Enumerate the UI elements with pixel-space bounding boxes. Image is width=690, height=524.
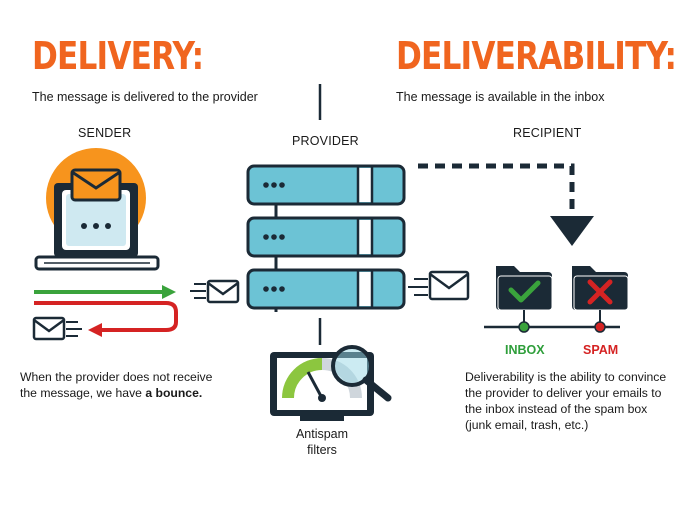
envelope-icon <box>32 316 82 341</box>
folder-check-icon <box>496 266 553 311</box>
laptop-icon <box>34 148 160 271</box>
bounce-line-1: When the provider does not receive <box>20 370 213 384</box>
envelope-icon <box>190 279 240 304</box>
bounce-bold-text: a bounce. <box>145 386 203 400</box>
deliverability-line-2: the provider to deliver your emails to <box>465 386 662 400</box>
deliverability-subtitle: The message is available in the inbox <box>396 90 605 104</box>
spam-label: SPAM <box>583 343 619 357</box>
bounce-explanation: When the provider does not receive the m… <box>20 369 250 401</box>
inbox-label: INBOX <box>505 343 545 357</box>
antispam-caption: Antispam filters <box>272 426 372 458</box>
antispam-line-1: Antispam <box>295 427 349 441</box>
folder-x-icon <box>572 266 629 311</box>
recipient-label: RECIPIENT <box>513 126 582 140</box>
deliverability-line-3: the inbox instead of the spam box <box>465 402 648 416</box>
monitor-gauge-icon <box>270 352 374 421</box>
delivery-subtitle: The message is delivered to the provider <box>32 90 258 104</box>
bounce-line-2-text: the message, we have <box>20 386 146 400</box>
server-icon <box>246 164 406 312</box>
provider-label: PROVIDER <box>292 134 359 148</box>
antispam-line-2: filters <box>307 443 337 457</box>
deliverability-explanation: Deliverability is the ability to convinc… <box>465 369 685 433</box>
sender-label: SENDER <box>78 126 132 140</box>
bounce-line-2: the message, we have a bounce. <box>20 385 250 401</box>
deliverability-line-4: (junk email, trash, etc.) <box>465 418 589 432</box>
envelope-icon <box>408 270 470 301</box>
deliverability-title: DELIVERABILITY: <box>396 34 677 78</box>
magnifier-icon <box>331 345 392 402</box>
delivery-title: DELIVERY: <box>32 34 204 78</box>
deliverability-line-1: Deliverability is the ability to convinc… <box>465 370 667 384</box>
envelope-icon <box>70 168 122 202</box>
